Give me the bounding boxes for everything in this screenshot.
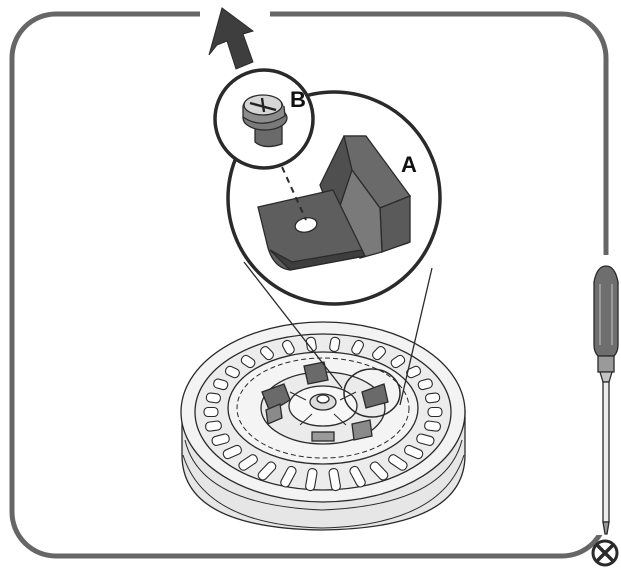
magnifier-leaders (243, 261, 433, 406)
screwdriver-icon (593, 265, 619, 535)
drum-bracket-bottom (351, 419, 373, 441)
drum-slot (351, 339, 365, 355)
drum-slots (203, 336, 443, 492)
drum-slot (211, 433, 230, 446)
label-b: B (290, 87, 306, 112)
drum-slot (349, 465, 366, 488)
drum-slot (240, 354, 256, 369)
drum-slot (424, 420, 441, 432)
arrow-up-left-icon (208, 7, 255, 70)
drum-slot (369, 461, 389, 481)
drum-slot (205, 392, 221, 404)
drum-bracket-right (361, 383, 389, 409)
rotor-drum (180, 321, 466, 531)
drum-slot (205, 420, 222, 432)
drum-slot (416, 433, 435, 446)
drum-slot (224, 365, 240, 379)
drum-slot (305, 468, 318, 492)
cross-circle-icon (591, 539, 619, 567)
drum-slot (238, 454, 258, 471)
drum-slot (222, 444, 243, 460)
drum-bracket-top (303, 361, 329, 385)
bracket-part-a (257, 135, 412, 271)
drum-slot (329, 336, 341, 352)
drum-slot (425, 392, 441, 404)
drum-slot (260, 346, 274, 361)
drum-slot (390, 354, 406, 369)
drum-slot (403, 444, 424, 460)
label-a: A (401, 152, 417, 177)
drum-bracket-left (261, 383, 291, 425)
drum-slot (305, 336, 317, 352)
drum-slot (372, 346, 386, 361)
screw-view: B (213, 68, 315, 170)
drum-slot (213, 378, 229, 391)
drum-slot (203, 406, 219, 418)
drum-slot (417, 378, 433, 391)
screw-part-b (242, 94, 288, 148)
drum-slot (427, 406, 443, 418)
drum-slot (281, 339, 295, 355)
drum-slot (388, 454, 408, 471)
drum-slot (328, 468, 341, 492)
drum-slot (280, 465, 297, 488)
detail-focus-circle (343, 368, 401, 418)
drum-slot (257, 461, 277, 481)
